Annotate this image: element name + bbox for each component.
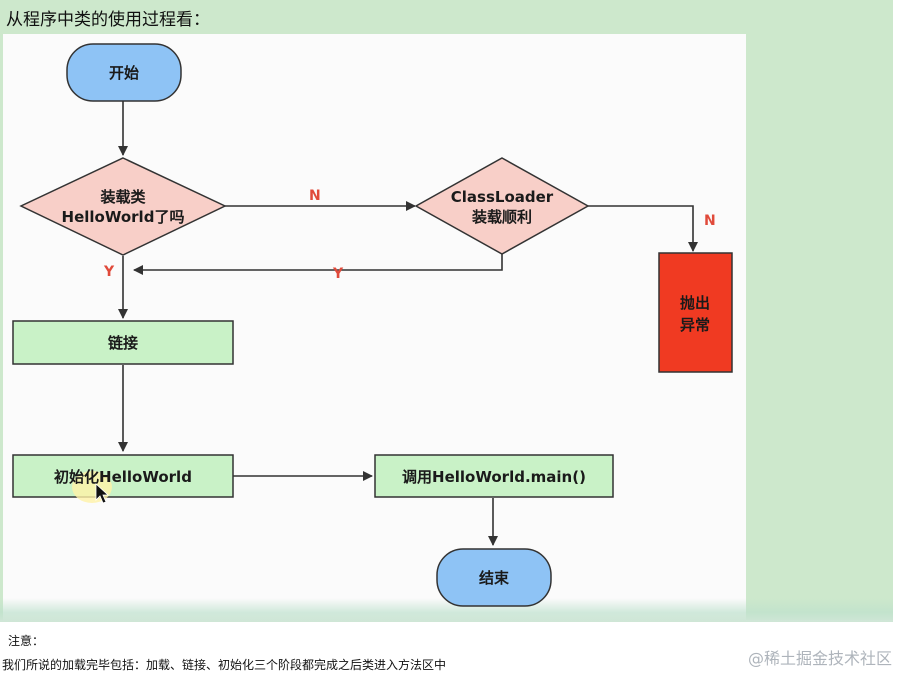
node-end-label: 结束 bbox=[479, 569, 510, 587]
mouse-cursor-icon bbox=[95, 483, 110, 504]
node-call-main: 调用HelloWorld.main() bbox=[374, 454, 614, 498]
note-body: 我们所说的加载完毕包括：加载、链接、初始化三个阶段都完成之后类进入方法区中 bbox=[2, 658, 447, 672]
node-throw-exception-line2: 异常 bbox=[680, 316, 710, 334]
edge-classloader-yes-back bbox=[133, 252, 503, 275]
edge-label-load-yes: Y bbox=[103, 264, 115, 280]
page-title: 从程序中类的使用过程看： bbox=[6, 10, 210, 30]
node-decision-loaded-line1: 装载类 bbox=[99, 188, 146, 206]
edges bbox=[118, 101, 698, 546]
node-end: 结束 bbox=[436, 548, 552, 607]
left-border-strip bbox=[0, 34, 3, 620]
watermark: @稀土掘金技术社区 bbox=[747, 649, 892, 668]
node-start: 开始 bbox=[66, 43, 182, 102]
header-bar: 从程序中类的使用过程看： bbox=[0, 0, 893, 34]
node-throw-exception-line1: 抛出 bbox=[680, 294, 710, 312]
node-decision-classloader-line1: ClassLoader bbox=[451, 188, 554, 206]
note-title: 注意： bbox=[8, 634, 45, 648]
edge-label-loader-yes: Y bbox=[332, 266, 344, 282]
node-link-label: 链接 bbox=[108, 334, 138, 352]
edge-label-load-no: N bbox=[309, 188, 321, 204]
node-decision-classloader: ClassLoader 装载顺利 bbox=[414, 157, 590, 255]
node-init: 初始化HelloWorld bbox=[12, 454, 234, 503]
node-decision-classloader-line2: 装载顺利 bbox=[471, 208, 532, 226]
edge-classloader-to-exception bbox=[588, 205, 698, 252]
node-start-label: 开始 bbox=[109, 64, 139, 82]
node-link: 链接 bbox=[12, 320, 234, 365]
node-decision-loaded: 装载类 HelloWorld了吗 bbox=[19, 157, 227, 256]
bottom-wave-decoration bbox=[0, 598, 893, 622]
flowchart: N N Y Y 开始 装载类 HelloWorld了吗 ClassLoader … bbox=[12, 43, 733, 607]
node-init-label: 初始化HelloWorld bbox=[54, 468, 192, 486]
node-call-main-label: 调用HelloWorld.main() bbox=[402, 468, 586, 486]
node-decision-loaded-line2: HelloWorld了吗 bbox=[62, 208, 185, 226]
right-border-strip bbox=[746, 34, 893, 620]
edge-label-loader-no: N bbox=[704, 213, 716, 229]
node-throw-exception: 抛出 异常 bbox=[658, 252, 733, 373]
